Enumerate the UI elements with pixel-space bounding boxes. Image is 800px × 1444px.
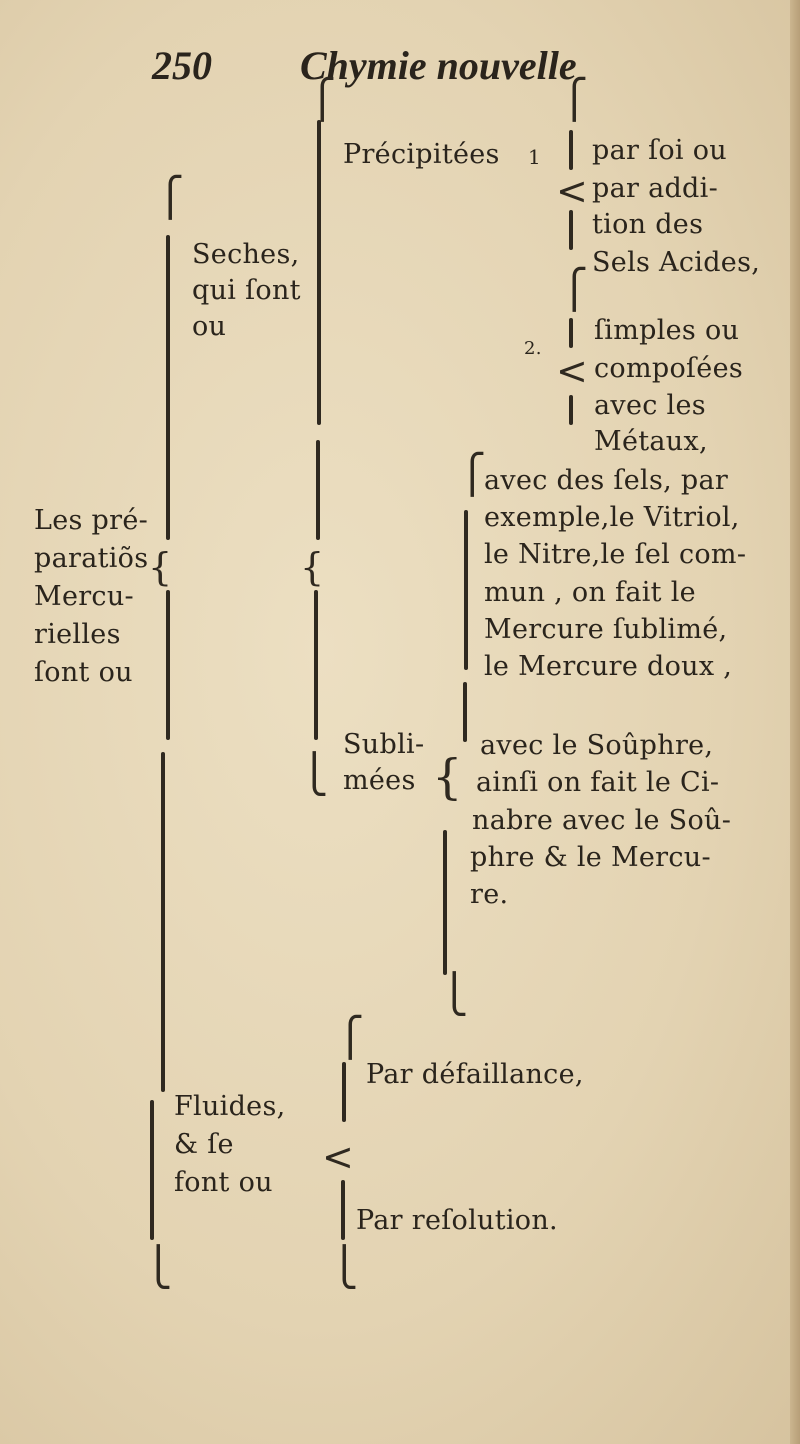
brace-icon: { — [300, 545, 325, 589]
root-line: rielles — [34, 619, 121, 650]
bracket-bar — [569, 130, 573, 170]
sublimees-a-line: mun , on fait le — [484, 577, 696, 608]
sublimees-b-line: re. — [470, 879, 509, 910]
bracket-bar — [464, 510, 468, 670]
sublimees-a-line: Mercure ſublimé, — [484, 614, 728, 645]
fluides-option: Par défaillance, — [366, 1059, 584, 1090]
root-line: paratiõs — [34, 543, 149, 574]
bracket-top-hook: ⎧ — [560, 267, 589, 311]
bracket-bar — [569, 210, 573, 250]
precip1-line: tion des — [592, 209, 704, 240]
bracket-bar — [569, 395, 573, 425]
precip1-line: Sels Acides, — [592, 247, 761, 278]
page-number: 250 — [152, 43, 212, 88]
bracket-top-hook: ⎧ — [156, 175, 185, 219]
precip2-line: avec les — [594, 390, 706, 421]
fluides-line: & ſe — [174, 1129, 234, 1160]
sublimees-a-line: exemple,le Vitriol, — [484, 502, 740, 533]
bracket-bottom-hook: ⎩ — [144, 1245, 173, 1289]
bracket-bar — [569, 318, 573, 348]
running-title: Chymie nouvelle — [300, 43, 577, 88]
bracket-bottom-hook: ⎩ — [300, 752, 329, 796]
precip1-line: par ſoi ou — [592, 135, 727, 166]
brace-icon: { — [148, 545, 173, 589]
bracket-top-hook: ⎧ — [308, 77, 337, 121]
item-number: 1 — [528, 145, 542, 169]
bracket-bottom-hook: ⎩ — [330, 1245, 359, 1289]
brace-icon: < — [556, 349, 588, 393]
bracket-bar — [342, 1062, 346, 1122]
root-line: Les pré- — [34, 505, 149, 536]
bracket-bar — [166, 235, 170, 540]
bracket-bottom-hook: ⎩ — [440, 972, 469, 1016]
bracket-bar — [166, 590, 170, 740]
bracket-top-hook: ⎧ — [336, 1015, 365, 1059]
bracket-bar — [161, 752, 165, 1092]
bracket-bar — [463, 682, 467, 742]
bracket-top-hook: ⎧ — [560, 77, 589, 121]
bracket-bar — [314, 590, 318, 740]
sublimees-b-line: ainſi on fait le Ci- — [476, 767, 720, 798]
precip2-line: Métaux, — [594, 426, 708, 457]
brace-icon: < — [322, 1135, 354, 1179]
sublimees-b-line: phre & le Mercu- — [470, 842, 711, 873]
seches-line: ou — [192, 311, 227, 342]
seches-line: qui ſont — [192, 275, 301, 306]
root-line: Mercu- — [34, 581, 134, 612]
fluides-line: font ou — [174, 1167, 273, 1198]
sublimees-a-line: le Nitre,le ſel com- — [484, 539, 747, 570]
bracket-bar — [317, 120, 321, 425]
brace-icon: < — [556, 169, 588, 213]
bracket-bar — [150, 1100, 154, 1240]
precip2-line: compoſées — [594, 353, 744, 384]
seches-line: Seches, — [192, 239, 300, 270]
fluides-option: Par reſolution. — [356, 1205, 558, 1236]
page-edge — [790, 0, 800, 1444]
bracket-top-hook: ⎧ — [458, 452, 487, 496]
sublimees-line: mées — [343, 765, 416, 796]
sublimees-a-line: le Mercure doux , — [484, 651, 733, 682]
precip1-line: par addi- — [592, 173, 718, 204]
sublimees-b-line: nabre avec le Soû- — [472, 805, 732, 836]
bracket-bar — [443, 830, 447, 975]
fluides-line: Fluides, — [174, 1091, 286, 1122]
bracket-bar — [316, 440, 320, 540]
sublimees-a-line: avec des ſels, par — [484, 465, 729, 496]
precip2-line: ſimples ou — [594, 315, 740, 346]
brace-icon: { — [432, 749, 463, 805]
precipitees-label: Précipitées — [343, 139, 500, 170]
root-line: ſont ou — [34, 657, 133, 688]
bracket-bar — [341, 1180, 345, 1240]
sublimees-line: Subli- — [343, 729, 425, 760]
item-number: 2. — [524, 338, 542, 359]
sublimees-b-line: avec le Soûphre, — [480, 730, 714, 761]
